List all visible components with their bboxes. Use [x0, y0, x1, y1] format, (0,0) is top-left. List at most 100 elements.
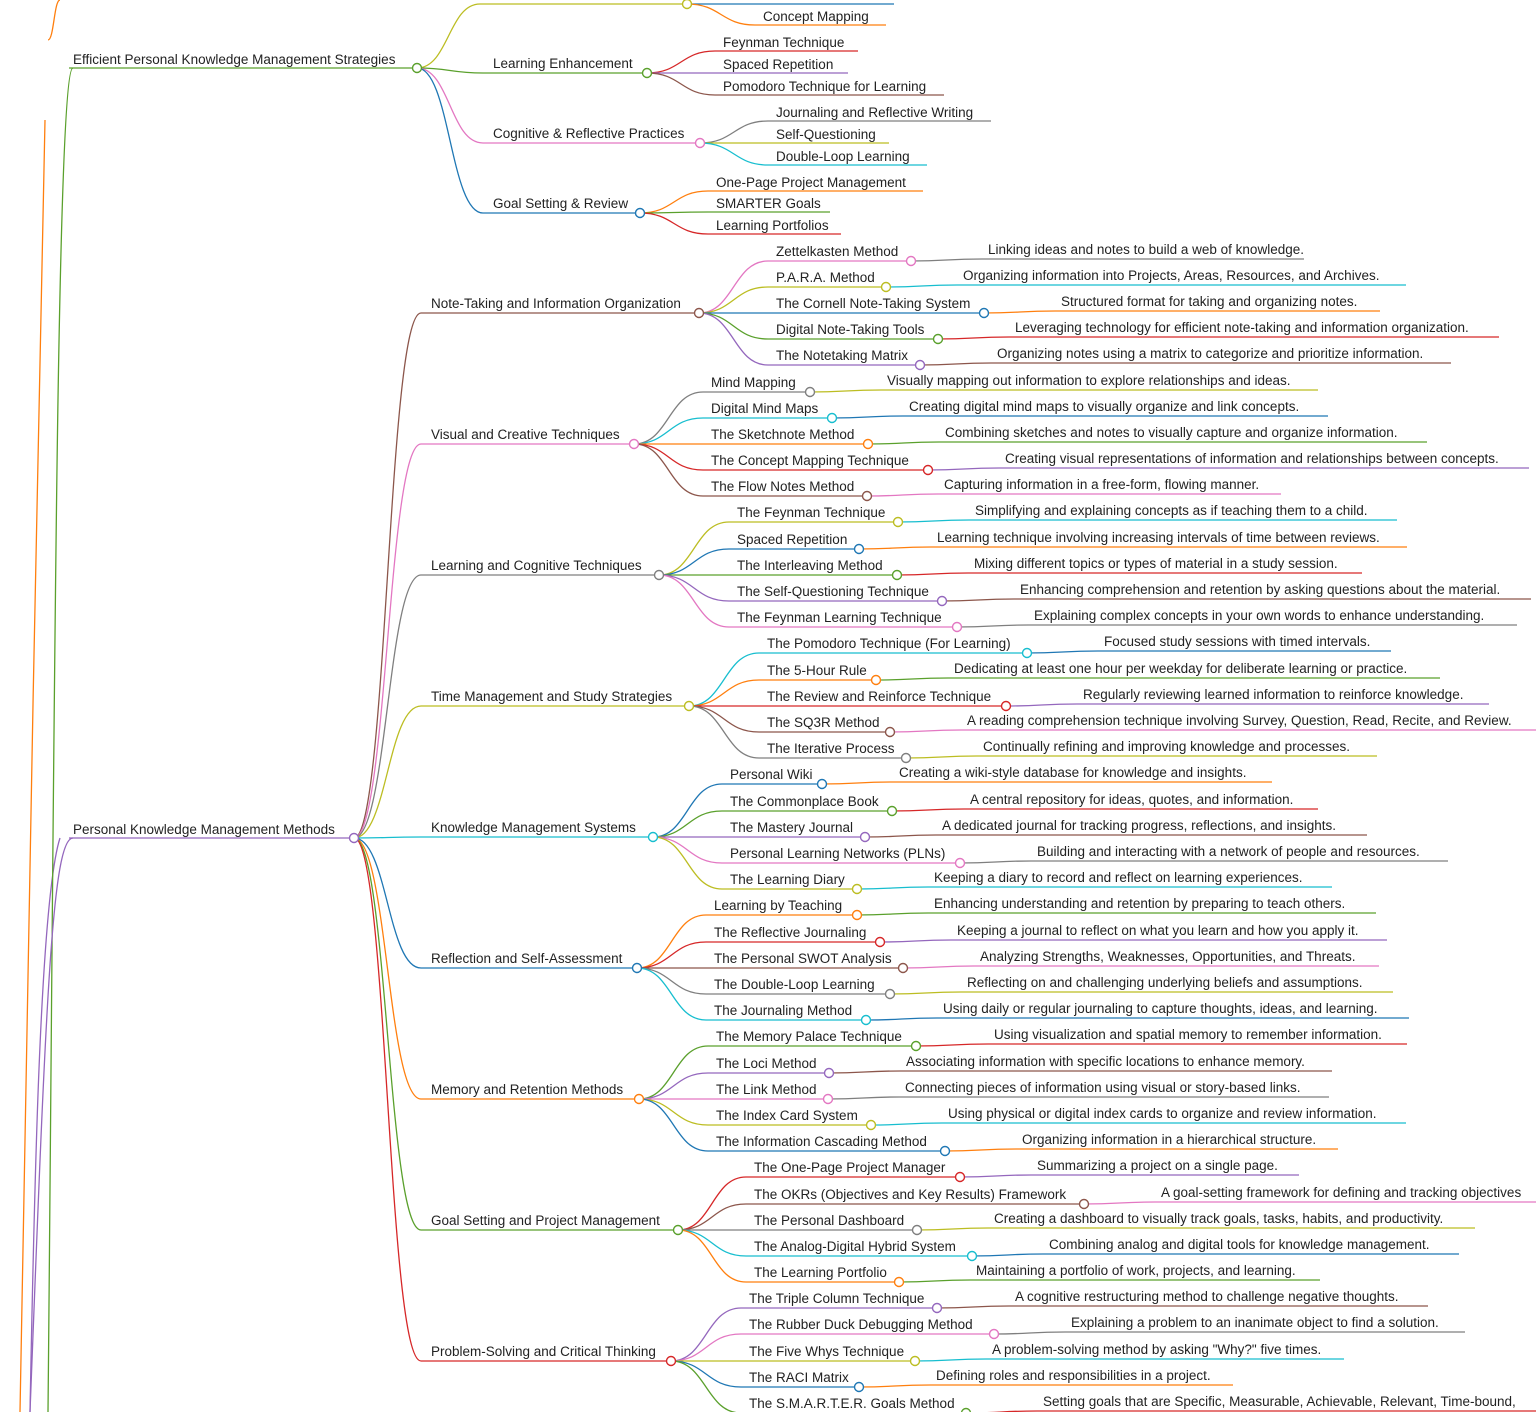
leaf-description: Regularly reviewing learned information … — [1083, 687, 1463, 702]
leaf-toggle[interactable] — [951, 621, 963, 633]
description-edge — [870, 1122, 943, 1126]
leaf-label: The Interleaving Method — [737, 558, 883, 573]
subtopic-label: Note-Taking and Information Organization — [431, 296, 681, 311]
subtopic-toggle[interactable] — [681, 0, 693, 10]
description-edge — [875, 677, 949, 681]
leaf-label: Personal Wiki — [730, 767, 813, 782]
leaf-description: Analyzing Strengths, Weaknesses, Opportu… — [980, 949, 1355, 964]
subtopic-toggle[interactable] — [641, 67, 653, 79]
subtopic-toggle[interactable] — [693, 307, 705, 319]
leaf-toggle[interactable] — [978, 307, 990, 319]
description-edge — [956, 624, 1029, 628]
branch-toggle[interactable] — [411, 62, 423, 74]
leaf-toggle[interactable] — [931, 1302, 943, 1314]
leaf-edge — [688, 679, 760, 707]
leaf-toggle[interactable] — [880, 281, 892, 293]
leaf-toggle[interactable] — [851, 883, 863, 895]
leaf-edge — [636, 967, 707, 1021]
subtopic-edge — [416, 3, 481, 69]
leaf-toggle[interactable] — [922, 464, 934, 476]
leaf-edge — [658, 521, 730, 576]
branch-toggle[interactable] — [348, 832, 360, 844]
leaf-toggle[interactable] — [893, 1276, 905, 1288]
leaf-toggle[interactable] — [884, 988, 896, 1000]
description-edge — [1083, 1201, 1156, 1205]
leaf-toggle[interactable] — [860, 1014, 872, 1026]
leaf-toggle[interactable] — [914, 359, 926, 371]
subtopic-toggle[interactable] — [634, 207, 646, 219]
description-edge — [889, 729, 962, 733]
leaf-toggle[interactable] — [851, 909, 863, 921]
leaf-toggle[interactable] — [859, 831, 871, 843]
leaf-description: Combining analog and digital tools for k… — [1049, 1237, 1430, 1252]
leaf-toggle[interactable] — [905, 255, 917, 267]
leaf-toggle[interactable] — [936, 595, 948, 607]
leaf-toggle[interactable] — [1000, 700, 1012, 712]
leaf-description: Using daily or regular journaling to cap… — [943, 1001, 1378, 1016]
leaf-toggle[interactable] — [865, 1119, 877, 1131]
leaf-toggle[interactable] — [870, 674, 882, 686]
leaf-toggle[interactable] — [939, 1145, 951, 1157]
leaf-toggle[interactable] — [988, 1328, 1000, 1340]
leaf-toggle[interactable] — [891, 569, 903, 581]
subtopic-toggle[interactable] — [694, 137, 706, 149]
leaf-toggle[interactable] — [1078, 1198, 1090, 1210]
leaf-description: Setting goals that are Specific, Measura… — [1043, 1394, 1516, 1409]
leaf-toggle[interactable] — [886, 805, 898, 817]
description-edge — [809, 389, 882, 393]
leaf-toggle[interactable] — [861, 490, 873, 502]
leaf-edge — [646, 50, 716, 74]
leaf-toggle[interactable] — [932, 333, 944, 345]
leaf-toggle[interactable] — [960, 1407, 972, 1412]
leaf-toggle[interactable] — [954, 1171, 966, 1183]
leaf-toggle[interactable] — [909, 1355, 921, 1367]
leaf-toggle[interactable] — [853, 543, 865, 555]
leaf-toggle[interactable] — [900, 752, 912, 764]
leaf-toggle[interactable] — [822, 1093, 834, 1105]
leaf-toggle[interactable] — [853, 1381, 865, 1393]
leaf-toggle[interactable] — [897, 962, 909, 974]
leaf-toggle[interactable] — [823, 1067, 835, 1079]
subtopic-toggle[interactable] — [628, 438, 640, 450]
leaf-description: Mixing different topics or types of mate… — [974, 556, 1338, 571]
leaf-description: Continually refining and improving knowl… — [983, 739, 1350, 754]
leaf-toggle[interactable] — [826, 412, 838, 424]
leaf-toggle[interactable] — [804, 386, 816, 398]
leaf-description: A problem-solving method by asking "Why?… — [992, 1342, 1321, 1357]
leaf-description: Creating a wiki-style database for knowl… — [899, 765, 1246, 780]
leaf-toggle[interactable] — [911, 1224, 923, 1236]
subtopic-toggle[interactable] — [683, 700, 695, 712]
leaf-label: The Rubber Duck Debugging Method — [749, 1317, 973, 1332]
subtopic-toggle[interactable] — [672, 1224, 684, 1236]
subtopic-toggle[interactable] — [647, 831, 659, 843]
leaf-label: Spaced Repetition — [737, 532, 847, 547]
leaf-toggle[interactable] — [816, 778, 828, 790]
leaf-toggle[interactable] — [862, 438, 874, 450]
leaf-toggle[interactable] — [966, 1250, 978, 1262]
leaf-edge — [677, 1203, 747, 1231]
leaf-toggle[interactable] — [1021, 647, 1033, 659]
leaf-label: Mind Mapping — [711, 375, 796, 390]
leaf-label: Self-Questioning — [776, 127, 876, 142]
description-edge — [993, 1331, 1066, 1335]
subtopic-toggle[interactable] — [633, 1093, 645, 1105]
leaf-toggle[interactable] — [892, 516, 904, 528]
description-edge — [896, 572, 969, 576]
leaf-toggle[interactable] — [884, 726, 896, 738]
subtopic-toggle[interactable] — [665, 1355, 677, 1367]
leaf-edge — [698, 312, 769, 366]
subtopic-edge — [353, 837, 422, 969]
leaf-toggle[interactable] — [910, 1040, 922, 1052]
edge-line-branch2 — [29, 837, 61, 1412]
leaf-label: Feynman Technique — [723, 35, 844, 50]
leaf-description: Learning technique involving increasing … — [937, 530, 1380, 545]
subtopic-toggle[interactable] — [631, 962, 643, 974]
leaf-toggle[interactable] — [954, 857, 966, 869]
leaf-description: Structured format for taking and organiz… — [1061, 294, 1357, 309]
leaf-description: Keeping a journal to reflect on what you… — [957, 923, 1359, 938]
subtopic-toggle[interactable] — [653, 569, 665, 581]
branch-label: Efficient Personal Knowledge Management … — [73, 52, 396, 67]
leaf-toggle[interactable] — [874, 936, 886, 948]
description-edge — [827, 1096, 900, 1100]
leaf-edge — [670, 1307, 742, 1362]
